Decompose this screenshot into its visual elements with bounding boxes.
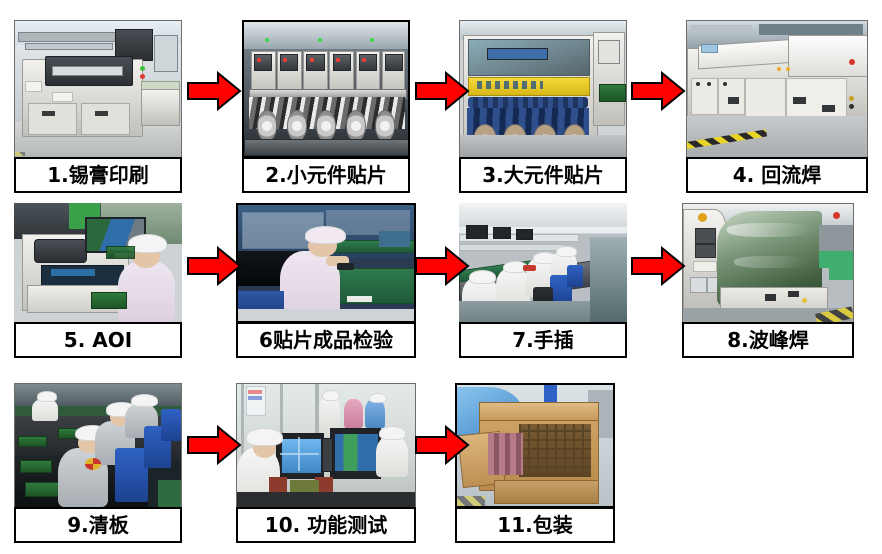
process-step-10-label: 10. 功能测试 [264,513,388,537]
small-component-placement-photo [242,20,410,158]
process-step-10[interactable]: 10. 功能测试 [236,383,416,543]
smt-finished-inspection-photo [236,203,416,323]
process-step-7-label: 7.手插 [512,328,574,352]
process-step-5[interactable]: 5. AOI [14,203,182,358]
process-step-7-label-box: 7.手插 [459,322,627,358]
process-step-6-label: 6贴片成品检验 [259,328,393,352]
arrow-step-6-to-7 [414,245,470,287]
process-step-11-label-box: 11.包装 [455,507,615,543]
process-step-1-label: 1.锡膏印刷 [47,163,149,187]
process-step-8-label: 8.波峰焊 [727,328,809,352]
process-step-8-label-box: 8.波峰焊 [682,322,854,358]
process-step-10-label-box: 10. 功能测试 [236,507,416,543]
process-step-5-label-box: 5. AOI [14,322,182,358]
solder-paste-printer-photo [14,20,182,158]
manual-insertion-photo [459,203,627,323]
large-component-placement-photo [459,20,627,158]
arrow-step-10-to-11 [414,424,470,466]
process-step-9[interactable]: 9.清板 [14,383,182,543]
arrow-step-3-to-4 [630,70,686,112]
process-step-4[interactable]: 4. 回流焊 [686,20,868,193]
arrow-step-5-to-6 [186,245,242,287]
process-step-7[interactable]: 7.手插 [459,203,627,358]
process-step-8[interactable]: 8.波峰焊 [682,203,854,358]
packaging-photo [455,383,615,508]
process-step-4-label-box: 4. 回流焊 [686,157,868,193]
functional-test-photo [236,383,416,508]
process-step-3[interactable]: 3.大元件贴片 [459,20,627,193]
process-step-6[interactable]: 6贴片成品检验 [236,203,416,358]
process-step-6-label-box: 6贴片成品检验 [236,322,416,358]
process-step-9-label-box: 9.清板 [14,507,182,543]
aoi-inspection-photo [14,203,182,323]
arrow-step-1-to-2 [186,70,242,112]
reflow-oven-photo [686,20,868,158]
process-step-1[interactable]: 1.锡膏印刷 [14,20,182,193]
wave-soldering-photo [682,203,854,323]
process-step-4-label: 4. 回流焊 [732,163,822,187]
process-step-3-label-box: 3.大元件贴片 [459,157,627,193]
process-step-5-label: 5. AOI [63,328,133,352]
process-step-9-label: 9.清板 [67,513,129,537]
process-step-1-label-box: 1.锡膏印刷 [14,157,182,193]
process-step-3-label: 3.大元件贴片 [482,163,604,187]
process-step-2[interactable]: 2.小元件贴片 [242,20,410,193]
process-step-2-label-box: 2.小元件贴片 [242,157,410,193]
process-step-11[interactable]: 11.包装 [455,383,615,543]
arrow-step-2-to-3 [414,70,470,112]
arrow-step-9-to-10 [186,424,242,466]
board-cleaning-photo [14,383,182,508]
process-step-11-label: 11.包装 [497,513,573,537]
process-step-2-label: 2.小元件贴片 [265,163,387,187]
arrow-step-7-to-8 [630,245,686,287]
